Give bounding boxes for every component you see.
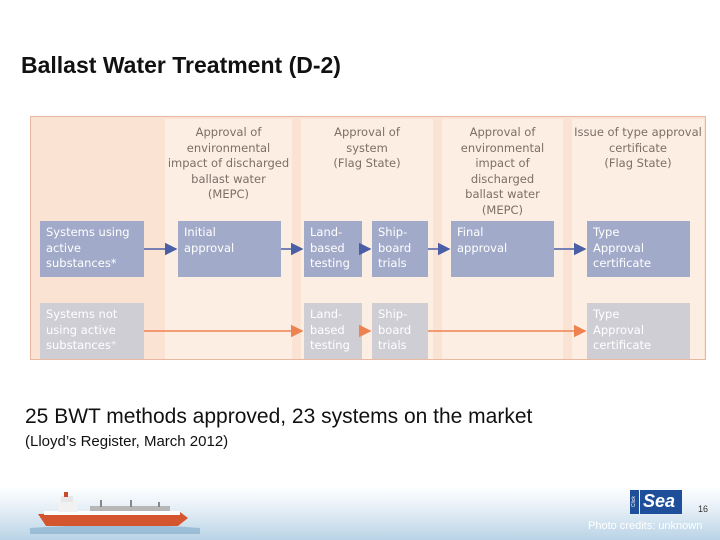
- step-initial-approval: Initial approval: [178, 221, 281, 277]
- row-label-active-substances: Systems using active substances*: [40, 221, 144, 277]
- logo-side-text: Click: [631, 496, 637, 508]
- ship-image: [30, 492, 200, 534]
- photo-credits: Photo credits: unknown: [588, 520, 703, 532]
- source-citation: (Lloyd’s Register, March 2012): [25, 433, 229, 450]
- step-shipboard-trials: Ship- board trials: [372, 221, 428, 277]
- header-flag-system: Approval of system (Flag State): [333, 125, 401, 170]
- header-mepc-initial: Approval of environmental impact of disc…: [167, 125, 290, 201]
- step-type-approval-certificate-2: Type Approval certificate: [587, 303, 690, 359]
- logo-text: Sea: [643, 491, 676, 511]
- caption: 25 BWT methods approved, 23 systems on t…: [25, 405, 533, 428]
- header-mepc-final: Approval of environmental impact of disc…: [460, 125, 545, 217]
- slide-title: Ballast Water Treatment (D-2): [21, 52, 341, 78]
- click-sea-logo: Click Sea: [630, 490, 682, 514]
- logo-mark: [630, 490, 682, 514]
- step-land-based-testing: Land- based testing: [304, 221, 362, 277]
- approval-process-diagram: Approval of environmental impact of disc…: [30, 116, 706, 360]
- step-land-based-testing-2: Land- based testing: [304, 303, 362, 359]
- page-number: 16: [698, 504, 709, 514]
- step-shipboard-trials-2: Ship- board trials: [372, 303, 428, 359]
- step-final-approval: Final approval: [451, 221, 554, 277]
- step-type-approval-certificate: Type Approval certificate: [587, 221, 690, 277]
- row-label-non-active-substances: Systems not using active substances⁺: [40, 303, 144, 359]
- header-flag-certificate: Issue of type approval certificate (Flag…: [574, 125, 702, 170]
